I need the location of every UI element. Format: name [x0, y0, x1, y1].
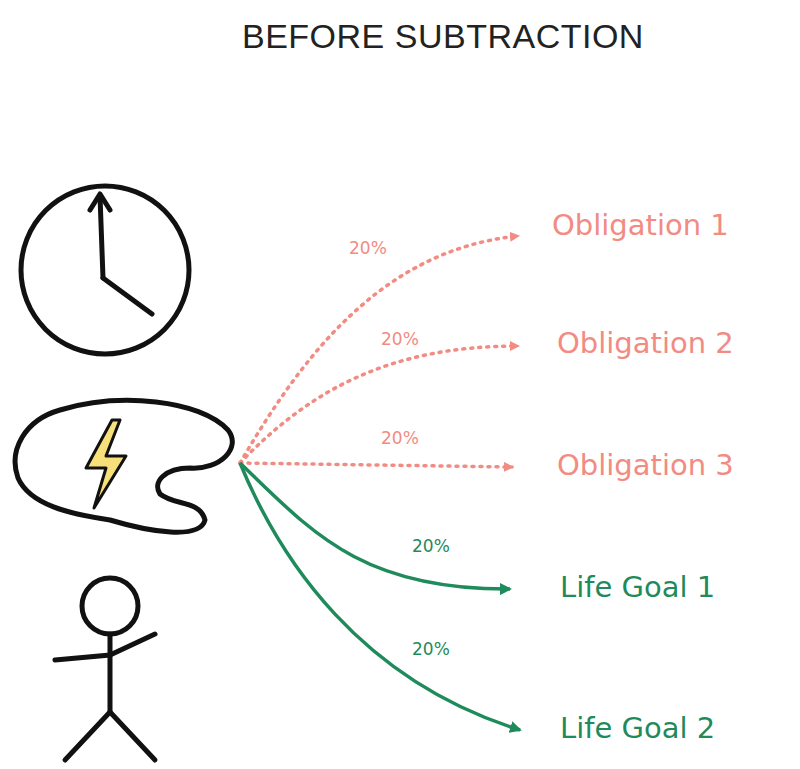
item-label-box: Obligation 2 — [553, 324, 738, 362]
clock-icon — [21, 186, 189, 354]
percentage-label: 20% — [379, 329, 421, 349]
item-text: Life Goal 2 — [560, 711, 715, 745]
percentage-label: 20% — [410, 639, 452, 659]
item-label-box: Obligation 1 — [548, 206, 733, 244]
item-label-box: Life Goal 2 — [556, 709, 719, 747]
item-text: Obligation 2 — [557, 326, 734, 360]
item-label-box: Obligation 3 — [553, 446, 738, 484]
item-text: Obligation 1 — [552, 208, 729, 242]
percentage-label: 20% — [410, 536, 452, 556]
allocation-arrows — [240, 236, 520, 730]
person-icon — [55, 578, 155, 760]
percentage-label: 20% — [379, 428, 421, 448]
item-label-box: Life Goal 1 — [556, 568, 719, 606]
item-text: Obligation 3 — [557, 448, 734, 482]
diagram-title: BEFORE SUBTRACTION — [242, 17, 644, 56]
item-text: Life Goal 1 — [560, 570, 715, 604]
energy-icon — [15, 400, 232, 532]
percentage-label: 20% — [347, 238, 389, 258]
